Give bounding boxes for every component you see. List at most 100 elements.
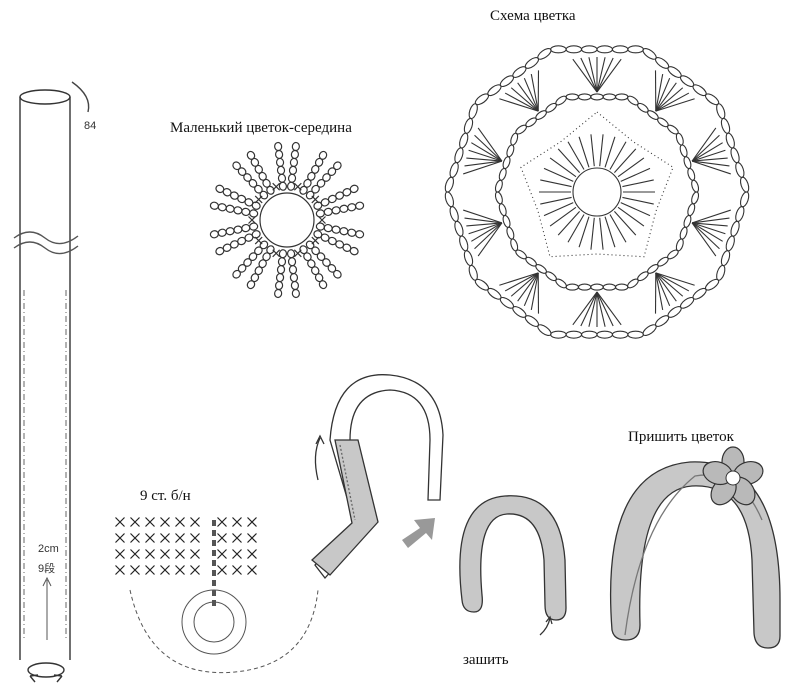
tube-number: 84 [84, 120, 97, 132]
chain-stitch [730, 220, 740, 237]
chain-stitch [449, 206, 459, 223]
sc-stitch [175, 565, 185, 575]
inner-star-outline [520, 111, 674, 258]
fan-stitch [691, 209, 731, 224]
chain-stitch [217, 228, 227, 237]
fan-stitch [463, 209, 503, 224]
dc-stitch [543, 167, 574, 182]
fan-stitch [691, 160, 731, 175]
fan-stitch [596, 291, 614, 327]
chain-stitch [303, 252, 312, 262]
sc-stitch [190, 549, 200, 559]
chain-stitch [739, 191, 750, 208]
sc-stitch [247, 549, 257, 559]
chain-stitch [290, 149, 300, 160]
chain-stitch [602, 93, 617, 101]
chain-stitch [276, 165, 286, 175]
chain-stitch [720, 250, 731, 267]
chain-stitch [444, 191, 455, 208]
dc-stitch [567, 214, 585, 243]
chain-stitch [275, 272, 285, 283]
dc-stitch [613, 210, 637, 236]
big-flower-chart [444, 45, 750, 339]
chain-stitch [725, 132, 735, 149]
chain-stitch [250, 273, 260, 283]
dc-stitch [543, 202, 574, 217]
tube-length: 2cm [38, 543, 59, 555]
center-ring [572, 167, 622, 217]
chain-stitch [248, 252, 258, 262]
chain-stitch [550, 45, 567, 54]
chain-stitch [243, 173, 252, 182]
chain-stitch [209, 201, 219, 210]
chain-stitch [333, 269, 342, 279]
chain-stitch [276, 265, 286, 275]
chain-stitch [565, 330, 583, 339]
dc-stitch [599, 217, 604, 250]
fan-stitch [692, 217, 730, 224]
sc-stitch [175, 549, 185, 559]
chain-stitch [287, 173, 297, 183]
chain-stitch [316, 252, 326, 262]
chain-stitch [254, 246, 263, 256]
chain-stitch [691, 179, 700, 193]
chain-stitch [315, 209, 325, 218]
fan-stitch [517, 82, 539, 112]
chain-stitch [327, 263, 337, 273]
fan-stitch [596, 58, 622, 93]
chain-stitch [468, 264, 478, 281]
chain-stitch [322, 173, 331, 182]
chain-stitch [614, 93, 629, 101]
chain-stitch [580, 45, 598, 54]
chain-stitch [274, 149, 284, 160]
chain-stitch [735, 161, 745, 178]
chain-stitch [730, 147, 740, 164]
chain-stitch [217, 203, 227, 212]
sc-stitch [160, 517, 170, 527]
chain-stitch [611, 330, 629, 339]
fan-stitch [655, 92, 690, 112]
fan-stitch [691, 127, 717, 162]
dc-stitch [604, 136, 616, 168]
chain-stitch [687, 203, 696, 217]
fan-stitch [691, 149, 726, 162]
flower-scheme-title: Схема цветка [490, 8, 576, 24]
fan-stitch [596, 57, 614, 93]
fan-stitch [471, 142, 503, 162]
sc-stitch [293, 249, 302, 258]
chain-stitch [290, 280, 300, 291]
sc-stitch [160, 549, 170, 559]
dc-stitch [622, 179, 654, 188]
chain-stitch [720, 117, 731, 134]
chain-stitch [502, 156, 511, 170]
fan-stitch [530, 272, 539, 311]
chain-stitch [347, 203, 357, 212]
chain-stitch [349, 184, 359, 194]
dc-stitch [557, 148, 581, 174]
chain-stitch [254, 164, 263, 174]
chain-stitch [691, 191, 700, 205]
chain-stitch [233, 225, 243, 234]
chain-stitch [577, 283, 592, 291]
chain-stitch [614, 283, 629, 291]
sew-flower-label: Пришить цветок [628, 429, 734, 445]
chain-stitch [209, 230, 219, 239]
dc-stitch [613, 148, 637, 174]
chain-stitch [246, 280, 256, 290]
fan-stitch [572, 291, 598, 326]
chain-stitch [289, 157, 299, 168]
fan-stitch [474, 222, 503, 250]
sc-stitch [247, 565, 257, 575]
fan-stitch [504, 272, 539, 292]
fan-stitch [468, 222, 503, 235]
chain-stitch [254, 266, 263, 276]
chain-stitch [506, 226, 515, 240]
chain-stitch [494, 179, 503, 193]
chain-stitch [565, 45, 583, 54]
fan-stitch [580, 291, 598, 327]
chain-stitch [463, 117, 474, 134]
chain-stitch [323, 207, 333, 217]
chain-stitch [262, 252, 271, 262]
chain-stitch [683, 214, 692, 228]
fan-stitch [468, 149, 503, 162]
